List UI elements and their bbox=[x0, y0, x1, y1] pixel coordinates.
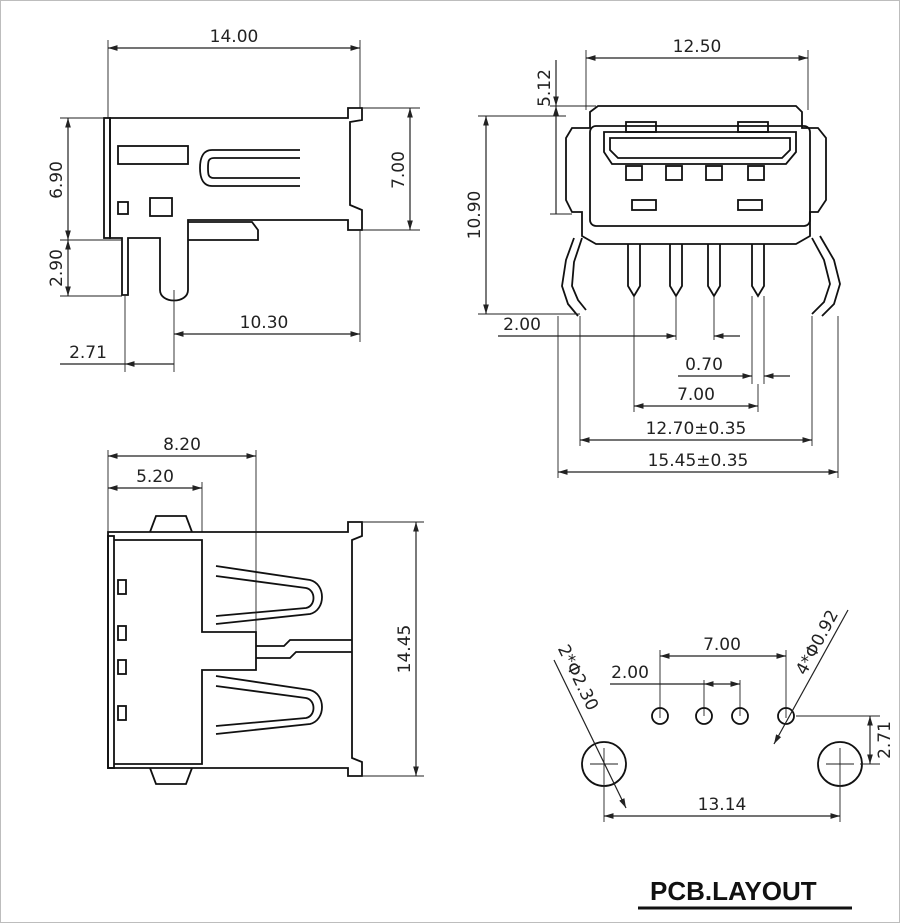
front-width-label: 12.50 bbox=[673, 37, 722, 57]
side-peg-to-end-label: 10.30 bbox=[240, 313, 289, 333]
front-view: 12.50 5.12 10.90 bbox=[465, 37, 841, 478]
side-body-height-label: 6.90 bbox=[47, 161, 67, 199]
side-pin-offset-label: 2.71 bbox=[69, 343, 107, 363]
pcb-hole-2 bbox=[695, 707, 713, 725]
pcb-hole-3 bbox=[731, 707, 749, 725]
top-width-a-label: 8.20 bbox=[163, 435, 201, 455]
front-total-height-label: 10.90 bbox=[465, 191, 485, 240]
pcb-vertical-offset-label: 2.71 bbox=[875, 721, 895, 759]
top-length-label: 14.45 bbox=[395, 625, 415, 674]
pcb-pin-pitch-label: 2.00 bbox=[611, 663, 649, 683]
side-pin-length-label: 2.90 bbox=[47, 249, 67, 287]
side-width-label: 14.00 bbox=[210, 27, 259, 47]
pcb-layout-title: PCB.LAYOUT bbox=[650, 876, 817, 906]
front-pin-gap-label: 0.70 bbox=[685, 355, 723, 375]
top-width-b-label: 5.20 bbox=[136, 467, 174, 487]
front-pin-span-label: 7.00 bbox=[677, 385, 715, 405]
side-height-right-label: 7.00 bbox=[389, 151, 409, 189]
top-view: 8.20 5.20 14.45 bbox=[107, 435, 424, 785]
pcb-large-holes-label: 2*Φ2.30 bbox=[553, 642, 602, 714]
pcb-large-hole-span-label: 13.14 bbox=[698, 795, 747, 815]
front-leg-offset-label: 2.00 bbox=[503, 315, 541, 335]
pcb-hole-4 bbox=[777, 707, 795, 725]
side-view: 14.00 6.90 2.90 7.00 10.30 2.71 bbox=[47, 27, 420, 372]
pcb-pin-span-label: 7.00 bbox=[703, 635, 741, 655]
front-leg-span-label: 12.70±0.35 bbox=[646, 419, 747, 439]
front-top-height-label: 5.12 bbox=[535, 69, 555, 107]
pcb-hole-1 bbox=[651, 707, 669, 725]
front-overall-span-label: 15.45±0.35 bbox=[648, 451, 749, 471]
pcb-layout: 7.00 2.00 4*Φ0.92 2*Φ2.30 13.14 2.71 PCB… bbox=[553, 607, 895, 910]
pcb-small-holes-label: 4*Φ0.92 bbox=[792, 607, 843, 679]
